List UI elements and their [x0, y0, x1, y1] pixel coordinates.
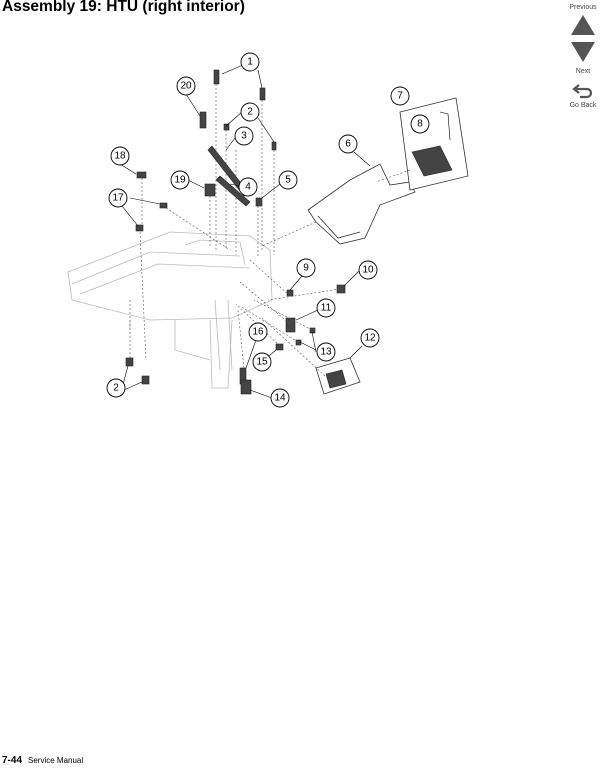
previous-button[interactable]	[558, 14, 608, 39]
svg-text:5: 5	[285, 175, 291, 186]
triangle-down-icon	[571, 42, 595, 62]
callout-7: 7	[390, 86, 410, 106]
svg-text:12: 12	[364, 333, 376, 344]
callout-3: 3	[234, 126, 254, 146]
tray-part	[307, 163, 416, 245]
svg-text:2: 2	[113, 383, 119, 394]
callout-16: 16	[248, 322, 268, 342]
callout-6: 6	[338, 134, 358, 154]
callout-4: 4	[238, 177, 258, 197]
callout-12: 12	[360, 328, 380, 348]
go-back-label: Go Back	[569, 102, 597, 109]
callout-1: 1	[240, 52, 260, 72]
svg-text:7: 7	[397, 91, 403, 102]
return-arrow-icon	[572, 84, 593, 99]
callout-5: 5	[278, 170, 298, 190]
callout-2: 2	[240, 102, 260, 122]
svg-text:3: 3	[241, 131, 247, 142]
svg-text:18: 18	[114, 151, 126, 162]
svg-text:9: 9	[303, 263, 309, 274]
go-back-button[interactable]	[558, 81, 608, 102]
manual-name: Service Manual	[28, 756, 84, 765]
svg-text:10: 10	[362, 265, 374, 276]
callout-20: 20	[176, 76, 196, 96]
svg-text:8: 8	[417, 119, 423, 130]
triangle-up-icon	[571, 15, 595, 35]
svg-text:2: 2	[247, 107, 253, 118]
callout-2-lower: 2	[106, 378, 126, 398]
svg-text:19: 19	[174, 175, 186, 186]
nav-panel: Previous Next Go Back	[558, 0, 608, 109]
svg-text:11: 11	[321, 303, 332, 314]
small-parts	[125, 69, 346, 395]
leader-lines	[119, 61, 371, 399]
callout-14: 14	[270, 388, 290, 408]
svg-text:15: 15	[256, 357, 268, 368]
svg-text:16: 16	[252, 327, 264, 338]
callout-17: 17	[108, 188, 128, 208]
callout-9: 9	[296, 258, 316, 278]
page-number: 7-44	[2, 755, 23, 766]
page-title: Assembly 19: HTU (right interior)	[2, 0, 245, 15]
svg-text:13: 13	[320, 347, 332, 358]
htu-frame	[67, 231, 273, 389]
callout-18: 18	[110, 146, 130, 166]
callout-10: 10	[358, 260, 378, 280]
svg-text:6: 6	[345, 139, 351, 150]
svg-text:1: 1	[247, 57, 253, 68]
next-button[interactable]	[558, 41, 608, 66]
callout-15: 15	[252, 352, 272, 372]
svg-text:14: 14	[274, 393, 286, 404]
sensor-box	[315, 357, 361, 395]
exploded-parts-diagram: 1 2 3 4 5 6 7 8 9 10 11 12 13 14 15 16 1…	[67, 52, 469, 408]
callout-19: 19	[170, 170, 190, 190]
callout-13: 13	[316, 342, 336, 362]
bracket-assembly-box	[399, 97, 469, 191]
next-label: Next	[575, 68, 591, 75]
previous-label: Previous	[569, 4, 597, 11]
svg-text:20: 20	[180, 81, 192, 92]
callout-11: 11	[316, 298, 336, 318]
svg-text:17: 17	[112, 193, 124, 204]
page-footer: 7-44 Service Manual	[2, 750, 83, 768]
svg-text:4: 4	[245, 182, 251, 193]
callout-8: 8	[410, 114, 430, 134]
